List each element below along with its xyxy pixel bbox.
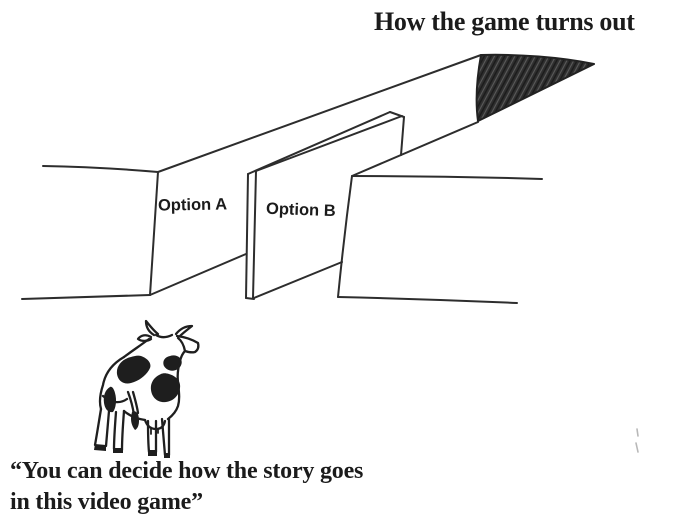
cow-hoof: [113, 448, 123, 453]
cow-hoof: [94, 444, 106, 451]
divider-gate-wall: [245, 111, 405, 300]
cow-spots: [94, 355, 182, 458]
left-wall: [21, 165, 159, 300]
caption-line-2: in this video game”: [10, 489, 203, 515]
smudge-mark: [635, 428, 639, 453]
option-b-label: Option B: [265, 199, 336, 221]
option-a-gate-wall: [149, 54, 482, 296]
right-wall: [253, 121, 543, 304]
dark-opening: [475, 53, 595, 122]
cow-horn-right: [174, 324, 194, 338]
title-text: How the game turns out: [374, 7, 635, 36]
cow-udder: [143, 418, 167, 431]
caption-text: “You can decide how the story goes in th…: [10, 456, 363, 518]
option-a-label: Option A: [157, 195, 228, 215]
cow-hoof: [164, 453, 170, 458]
cow-figure: [93, 319, 200, 457]
caption-line-1: “You can decide how the story goes: [10, 458, 364, 484]
cow-hoof: [148, 450, 157, 456]
cow-tail-tip: [131, 410, 139, 430]
cow-horn-left: [144, 319, 160, 337]
